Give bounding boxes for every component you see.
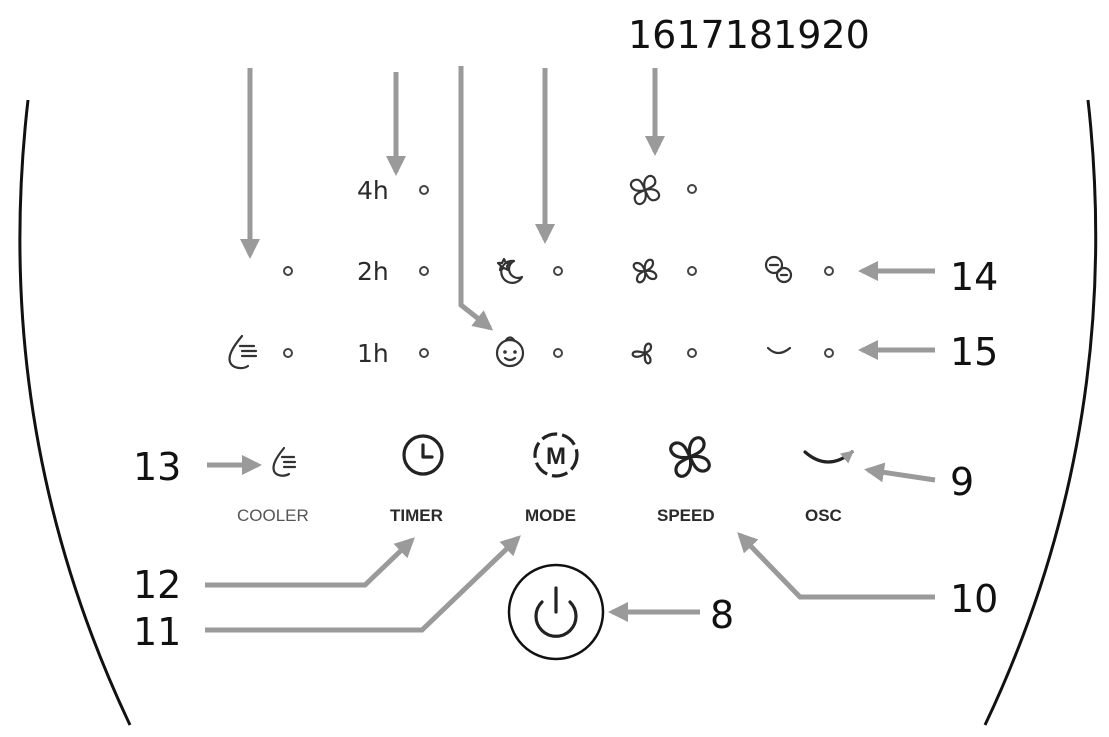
fan-high-icon	[629, 174, 661, 206]
mode-m-icon: M	[533, 432, 579, 478]
callout-10: 10	[950, 577, 998, 621]
callout-11: 11	[133, 610, 181, 654]
mode-button[interactable]: M MODE	[525, 432, 579, 525]
cooler-button[interactable]: COOLER	[237, 446, 309, 525]
mode-label: MODE	[525, 506, 576, 525]
osc-label: OSC	[805, 506, 842, 525]
fan-medium-icon	[632, 258, 658, 284]
arrow-10	[737, 532, 935, 600]
panel-right-edge	[983, 99, 1098, 726]
callout-14: 14	[950, 255, 998, 299]
fan-high-led	[687, 184, 697, 194]
callout-top-label: 1617181920	[628, 13, 870, 57]
arrow-11	[205, 535, 521, 633]
water-drop-icon	[272, 446, 297, 477]
moon-star-icon	[496, 257, 524, 284]
timer-1h-label: 1h	[357, 339, 389, 368]
osc-button[interactable]: OSC	[803, 450, 854, 525]
timer-2h-label: 2h	[357, 257, 389, 286]
timer-label: TIMER	[390, 506, 443, 525]
fan-medium-led	[687, 266, 697, 276]
ion-bubbles-icon	[764, 255, 793, 284]
speed-label: SPEED	[657, 506, 715, 525]
callout-9: 9	[950, 460, 974, 504]
power-icon	[534, 586, 578, 638]
natural-mode-led	[553, 348, 563, 358]
clock-icon	[402, 434, 444, 476]
callout-13: 13	[133, 445, 181, 489]
cooler-led	[283, 348, 293, 358]
timer-2h-led	[419, 266, 429, 276]
oscillation-indicator-icon	[766, 346, 792, 355]
timer-1h-led	[419, 348, 429, 358]
oscillation-led	[824, 348, 834, 358]
timer-4h-label: 4h	[357, 176, 389, 205]
callout-8: 8	[710, 593, 734, 637]
power-button[interactable]	[507, 563, 605, 661]
sleep-mode-led	[553, 266, 563, 276]
arrow-top-3	[458, 66, 494, 331]
arrow-12	[205, 537, 415, 588]
oscillation-arrow-icon	[803, 450, 854, 464]
fan-icon	[669, 436, 711, 478]
arrow-9	[864, 462, 936, 483]
panel-left-edge	[18, 99, 132, 726]
callout-12: 12	[133, 563, 181, 607]
cooler-label: COOLER	[237, 506, 309, 525]
ion-led	[824, 266, 834, 276]
timer-4h-led	[419, 185, 429, 195]
row2-blank-led	[283, 266, 293, 276]
cooler-indicator-icon	[228, 334, 258, 370]
mode-letter: M	[546, 443, 566, 470]
baby-face-icon	[495, 336, 525, 368]
callout-15: 15	[950, 330, 998, 374]
timer-button[interactable]: TIMER	[390, 434, 444, 525]
speed-button[interactable]: SPEED	[657, 436, 715, 525]
fan-low-led	[687, 348, 697, 358]
fan-low-icon	[631, 342, 653, 365]
